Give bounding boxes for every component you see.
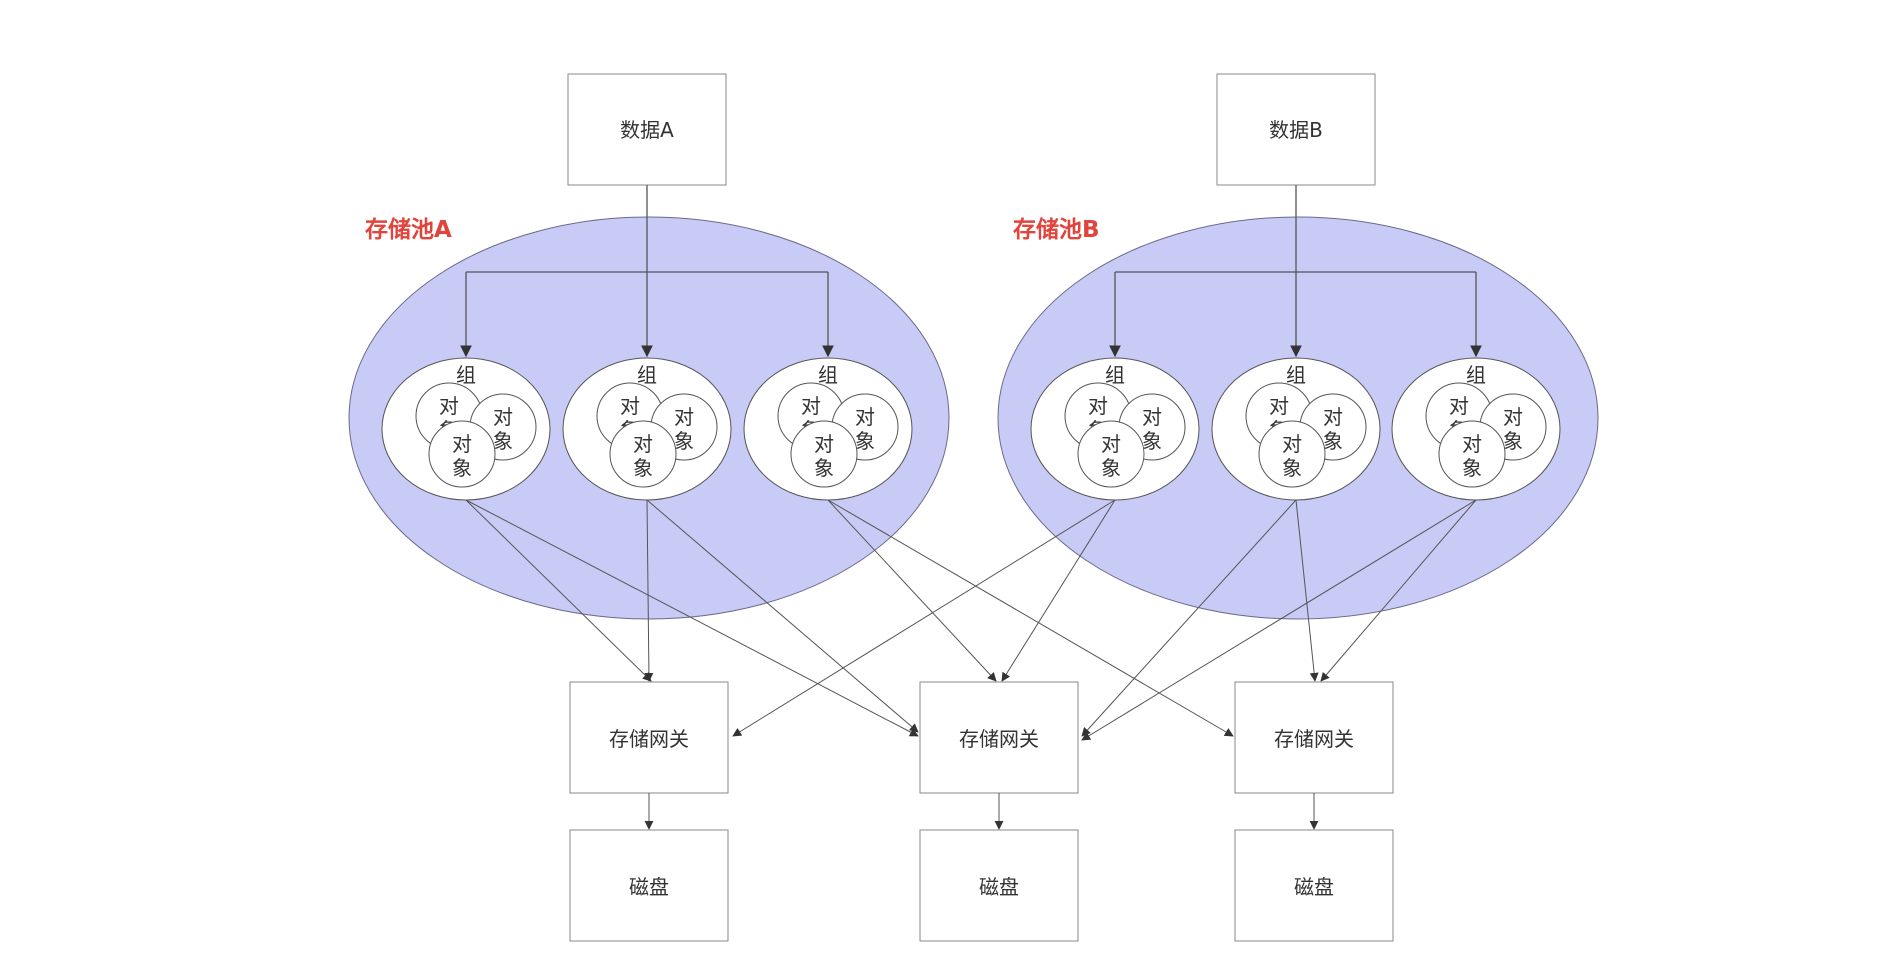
data-a-label: 数据A: [620, 118, 674, 142]
data-a-box: 数据A: [567, 73, 727, 186]
gateway-2-label: 存储网关: [959, 727, 1039, 751]
object-label-top: 对: [493, 405, 513, 429]
object-circle: [609, 420, 677, 488]
object-label-top: 对: [1282, 432, 1302, 456]
group-label: 组: [1105, 363, 1125, 387]
group-node: 组对象对象对象: [562, 357, 732, 501]
gateway-disk-lines: [644, 793, 1319, 830]
object-label-bottom: 象: [1282, 456, 1302, 480]
disk-3: 磁盘: [1234, 829, 1394, 942]
object-label-top: 对: [1323, 405, 1343, 429]
disk-2: 磁盘: [919, 829, 1079, 942]
group-label: 组: [818, 363, 838, 387]
groups-layer: 组对象对象对象组对象对象对象组对象对象对象组对象对象对象组对象对象对象组对象对象…: [381, 357, 1561, 501]
pool-a-label: 存储池A: [365, 216, 452, 243]
object-label-bottom: 象: [452, 456, 472, 480]
object-node: 对象: [1438, 420, 1506, 488]
data-b-label: 数据B: [1269, 118, 1323, 142]
object-label-bottom: 象: [814, 456, 834, 480]
object-label-bottom: 象: [1503, 429, 1523, 453]
pool-b-label: 存储池B: [1013, 216, 1100, 243]
disk-3-label: 磁盘: [1294, 875, 1334, 899]
object-label-top: 对: [674, 405, 694, 429]
group-label: 组: [456, 363, 476, 387]
object-label-top: 对: [814, 432, 834, 456]
group-node: 组对象对象对象: [743, 357, 913, 501]
disk-1: 磁盘: [569, 829, 729, 942]
object-node: 对象: [609, 420, 677, 488]
object-label-top: 对: [855, 405, 875, 429]
group-node: 组对象对象对象: [381, 357, 551, 501]
disk-1-label: 磁盘: [629, 875, 669, 899]
object-node: 对象: [1077, 420, 1145, 488]
group-label: 组: [1286, 363, 1306, 387]
object-label-top: 对: [1101, 432, 1121, 456]
pool-b-distribution: [1109, 185, 1482, 358]
object-label-bottom: 象: [493, 429, 513, 453]
pool-a-distribution: [460, 185, 834, 358]
object-circle: [790, 420, 858, 488]
object-label-top: 对: [439, 394, 459, 418]
object-label-top: 对: [1462, 432, 1482, 456]
group-node: 组对象对象对象: [1030, 357, 1200, 501]
gateway-1: 存储网关: [569, 681, 729, 794]
gateway-3: 存储网关: [1234, 681, 1394, 794]
object-label-bottom: 象: [633, 456, 653, 480]
group-label: 组: [637, 363, 657, 387]
object-circle: [428, 420, 496, 488]
object-label-bottom: 象: [1101, 456, 1121, 480]
data-b-box: 数据B: [1216, 73, 1376, 186]
gateway-3-label: 存储网关: [1274, 727, 1354, 751]
object-label-bottom: 象: [1462, 456, 1482, 480]
object-circle: [1258, 420, 1326, 488]
replication-lines: [465, 499, 1477, 741]
disk-2-label: 磁盘: [979, 875, 1019, 899]
object-label-top: 对: [1269, 394, 1289, 418]
object-node: 对象: [1258, 420, 1326, 488]
object-circle: [1077, 420, 1145, 488]
object-label-top: 对: [452, 432, 472, 456]
group-label: 组: [1466, 363, 1486, 387]
object-circle: [1438, 420, 1506, 488]
object-label-bottom: 象: [855, 429, 875, 453]
object-label-top: 对: [1449, 394, 1469, 418]
object-label-bottom: 象: [1323, 429, 1343, 453]
object-label-top: 对: [1088, 394, 1108, 418]
group-node: 组对象对象对象: [1211, 357, 1381, 501]
object-label-bottom: 象: [1142, 429, 1162, 453]
object-label-top: 对: [1142, 405, 1162, 429]
object-node: 对象: [428, 420, 496, 488]
group-node: 组对象对象对象: [1391, 357, 1561, 501]
object-label-bottom: 象: [674, 429, 694, 453]
object-label-top: 对: [620, 394, 640, 418]
object-label-top: 对: [801, 394, 821, 418]
object-label-top: 对: [633, 432, 653, 456]
gateway-1-label: 存储网关: [609, 727, 689, 751]
object-node: 对象: [790, 420, 858, 488]
gateway-2: 存储网关: [919, 681, 1079, 794]
object-label-top: 对: [1503, 405, 1523, 429]
